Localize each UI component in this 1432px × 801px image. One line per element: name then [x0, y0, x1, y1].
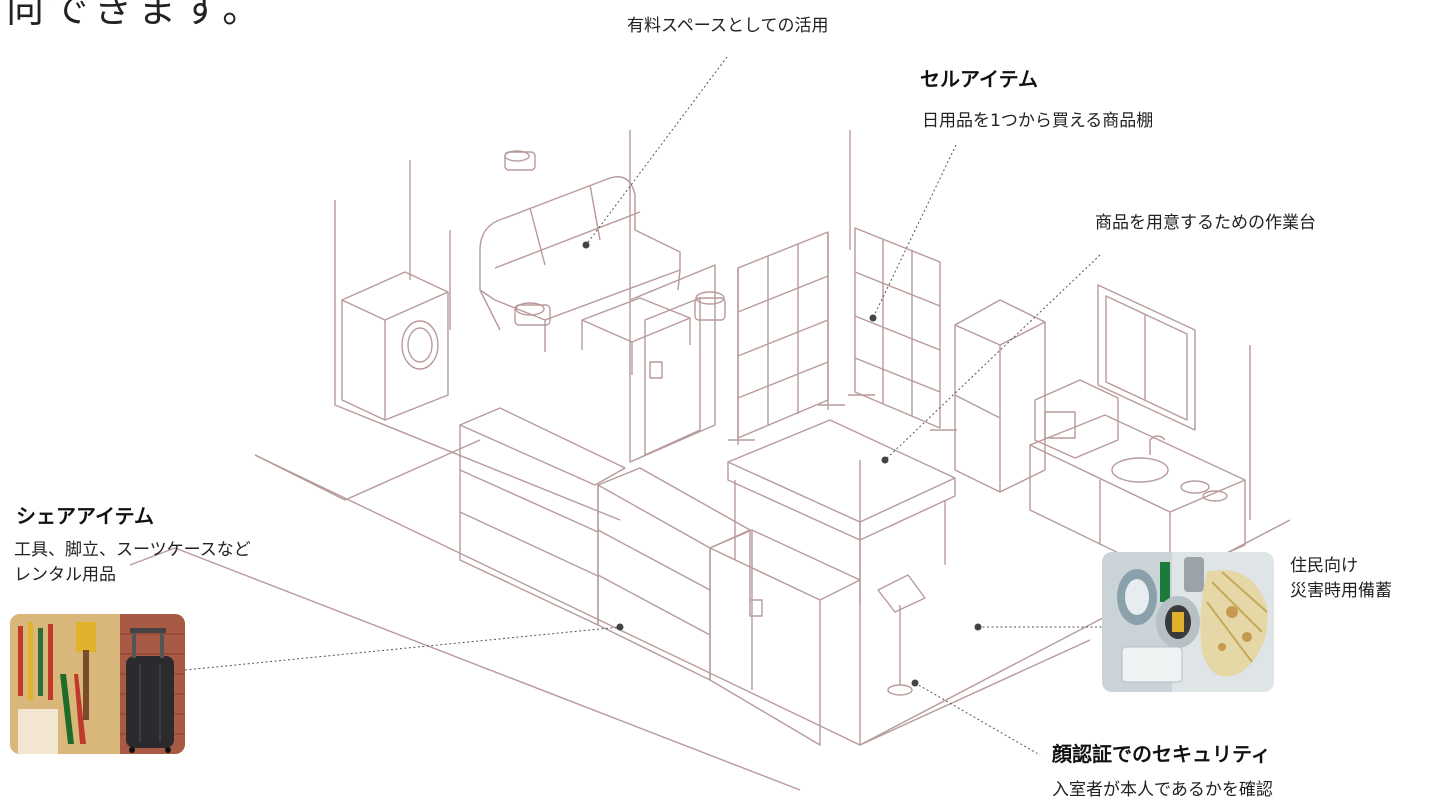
leader-cell-item: [872, 144, 957, 319]
share-item-shelves: [459, 407, 751, 681]
partition-wall: [629, 264, 716, 463]
face-recognition-stand: [877, 574, 926, 696]
camera-fixtures: [504, 150, 726, 326]
callout-cell-item-title: セルアイテム: [920, 67, 1038, 91]
window-drawing: [1097, 284, 1196, 431]
callout-security-desc: 入室者が本人であるかを確認: [1052, 780, 1273, 800]
cell-item-rack-right: [848, 227, 957, 431]
back-walls: [409, 130, 1251, 520]
callout-disaster-desc: 住民向け 災害時用備蓄: [1290, 556, 1392, 601]
callout-paid-space: 有料スペースとしての活用: [627, 16, 829, 36]
header-fragment: 向できます。: [6, 0, 267, 31]
tools-suitcase-photo: [10, 614, 185, 754]
small-desk: [581, 297, 691, 375]
floor-outline: [129, 200, 1291, 791]
leader-security: [914, 682, 1041, 756]
refrigerator-drawing: [954, 299, 1046, 493]
leader-share-item: [184, 626, 621, 671]
washing-machine-drawing: [341, 271, 449, 421]
callout-share-item-title: シェアアイテム: [16, 504, 154, 528]
callout-share-item-desc: 工具、脚立、スーツケースなど レンタル用品: [14, 540, 251, 585]
workbench-table: [727, 419, 956, 605]
callout-cell-item-desc: 日用品を1つから買える商品棚: [922, 111, 1154, 131]
callout-security-title: 顔認証でのセキュリティ: [1052, 742, 1271, 766]
disaster-supplies-photo: [1102, 552, 1274, 692]
storage-cabinet: [709, 529, 861, 746]
callout-workbench: 商品を用意するための作業台: [1095, 213, 1316, 233]
cell-item-rack-left: [728, 231, 845, 445]
sofa-drawing: [479, 176, 681, 352]
leader-paid-space: [585, 56, 728, 246]
kitchen-counter: [1029, 379, 1246, 579]
leader-workbench: [884, 254, 1101, 461]
